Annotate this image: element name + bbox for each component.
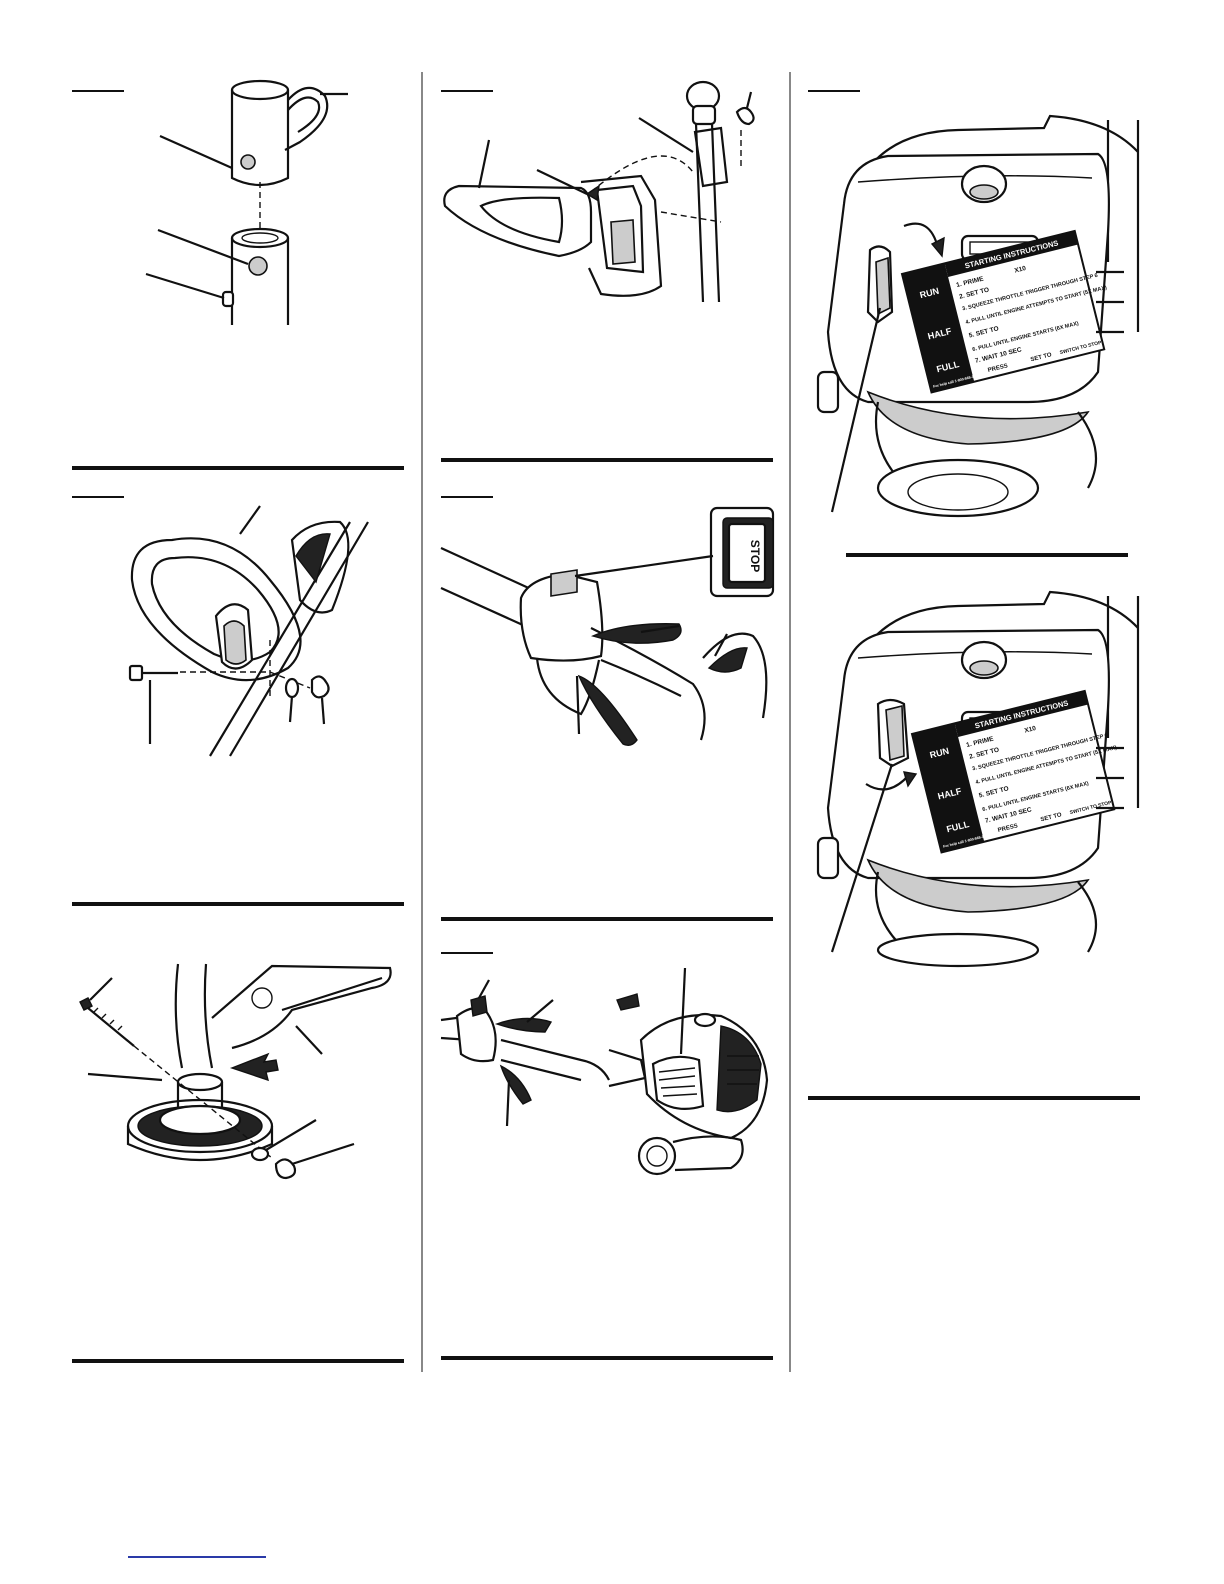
figure-label-4 [441,496,493,498]
section-rule [72,1359,404,1363]
label-mode-run: RUN [919,286,940,300]
section-rule [72,902,404,906]
figure-label-1 [72,90,124,92]
figure-label-2 [72,496,124,498]
section-rule [441,917,773,921]
handle-illustration [128,505,369,757]
section-rule [441,458,773,462]
stop-switch-label: STOP [748,540,762,572]
label-prime-count: X10 [1024,725,1037,735]
column-divider-left [421,72,423,1372]
footer-link-underline[interactable] [128,1556,266,1558]
label-prime-count: X10 [1014,265,1027,275]
label-press: PRESS [997,823,1018,834]
section-rule [441,1356,773,1360]
guard-head-illustration [79,963,392,1180]
label-press: PRESS [987,363,1008,374]
label-mode-run: RUN [929,746,950,760]
starting-instructions-label: STARTING INSTRUCTIONS RUN HALF FULL 1. P… [910,689,1118,854]
trimmer-overview-illustration [440,967,769,1176]
guard-attach-illustration [443,80,755,303]
label-set-to: SET TO [1040,812,1063,823]
figure-label-5 [441,952,493,954]
figure-label-3 [441,90,493,92]
coupler-illustration [145,79,348,325]
section-rule [846,553,1128,557]
stop-switch-illustration: STOP [440,506,775,747]
figure-label-6 [808,90,860,92]
section-rule [72,466,404,470]
label-set-to: SET TO [1030,352,1053,363]
choke-closed-illustration: STARTING INSTRUCTIONS RUN HALF FULL 1. P… [816,114,1140,518]
column-divider-right [789,72,791,1372]
section-rule [808,1096,1140,1100]
choke-open-illustration: STARTING INSTRUCTIONS RUN HALF FULL 1. P… [816,590,1140,968]
